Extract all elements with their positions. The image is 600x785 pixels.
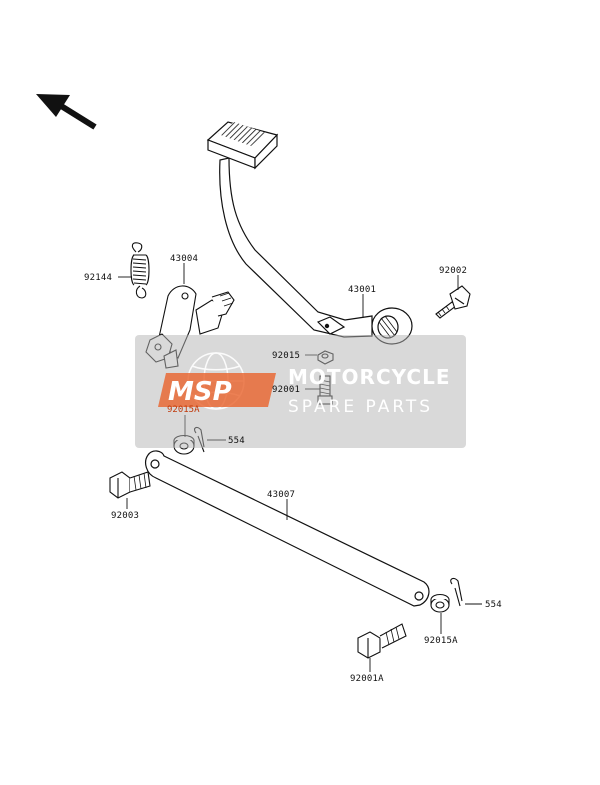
bolt-92001a: [357, 623, 407, 659]
label-92002: 92002: [439, 266, 467, 276]
label-554-bottom: 554: [485, 600, 502, 610]
label-92015a-bottom: 92015A: [424, 636, 458, 646]
part-labels: 43004 92144 43001 92002 92015 92001 9201…: [84, 254, 502, 684]
label-92001: 92001: [272, 385, 300, 395]
label-43001: 43001: [348, 285, 376, 295]
watermark-line2: SPARE PARTS: [288, 397, 433, 417]
msp-logo-text: MSP: [168, 377, 232, 407]
spring-92144: [130, 242, 150, 299]
msp-logo-badge: [158, 373, 276, 407]
bolt-92002: [435, 285, 471, 319]
label-43007: 43007: [267, 490, 295, 500]
label-92015a-top: 92015A: [167, 405, 200, 415]
watermark-line1: MOTORCYCLE: [288, 365, 450, 389]
label-43004: 43004: [170, 254, 198, 264]
brake-rod-43007: [145, 450, 430, 607]
washer-92015a-bottom: [430, 593, 450, 613]
label-92015: 92015: [272, 351, 300, 361]
cotter-pin-554-bottom: [450, 577, 463, 607]
label-554-top: 554: [228, 436, 245, 446]
bolt-92003: [109, 471, 151, 499]
brake-pedal: [206, 121, 413, 345]
watermark: MSP MOTORCYCLE SPARE PARTS: [135, 335, 466, 448]
label-92001a: 92001A: [350, 674, 384, 684]
label-92144: 92144: [84, 273, 112, 283]
arrow-up-left-icon: [36, 94, 97, 130]
label-92003: 92003: [111, 511, 139, 521]
